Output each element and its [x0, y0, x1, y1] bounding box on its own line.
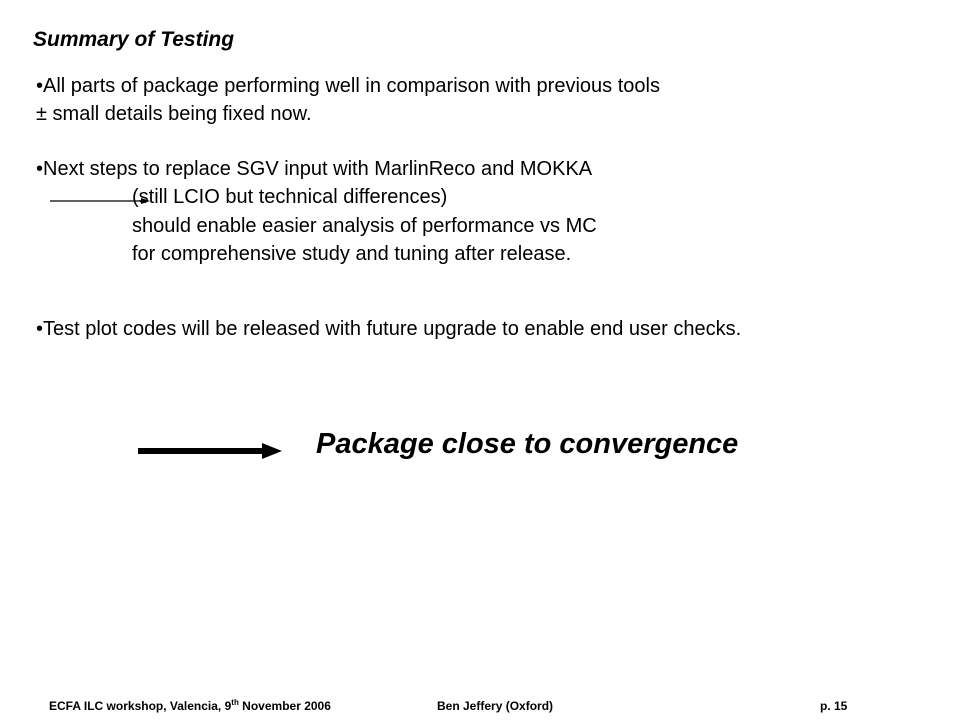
footer-page-number: p. 15 [820, 699, 848, 713]
bullet-2-line-1: •Next steps to replace SGV input with Ma… [36, 158, 593, 180]
thick-arrow-icon [138, 443, 282, 459]
bullet-1-line-1: •All parts of package performing well in… [36, 75, 660, 97]
footer-event: ECFA ILC workshop, Valencia, 9th Novembe… [49, 698, 331, 714]
footer-event-sup: th [231, 698, 239, 707]
bullet-3: •Test plot codes will be released with f… [36, 318, 742, 340]
bullet-2-line-2: (still LCIO but technical differences) [132, 186, 448, 208]
bullet-2-line-3: should enable easier analysis of perform… [132, 215, 597, 237]
thin-arrow-icon [50, 198, 150, 204]
footer-event-suffix: November 2006 [238, 699, 331, 713]
footer-event-prefix: ECFA ILC workshop, Valencia, 9 [49, 699, 232, 713]
bullet-2-line-4: for comprehensive study and tuning after… [132, 243, 572, 265]
slide-title: Summary of Testing [33, 28, 235, 51]
conclusion-text: Package close to convergence [316, 428, 739, 460]
bullet-1-line-2: ± small details being fixed now. [36, 103, 312, 125]
footer-author: Ben Jeffery (Oxford) [437, 699, 554, 713]
